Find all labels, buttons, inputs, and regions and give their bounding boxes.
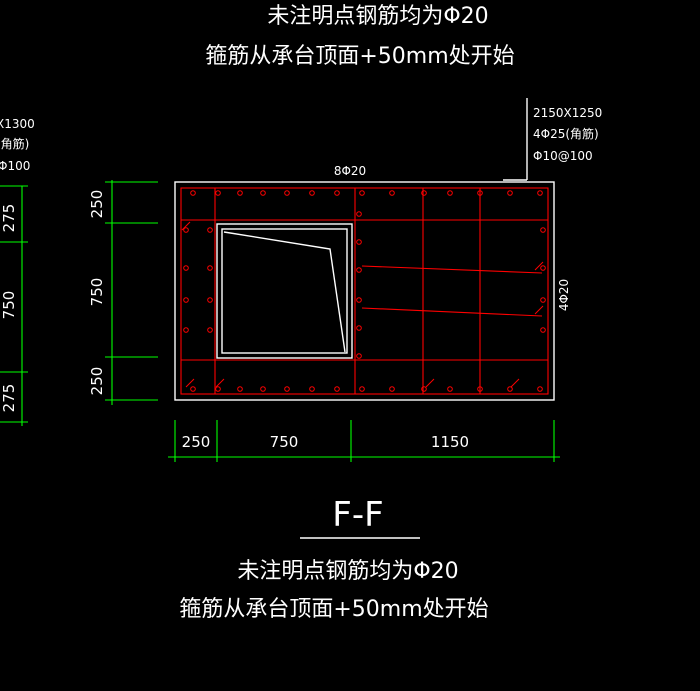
rebar-dot [260, 386, 266, 392]
rebar-dot [540, 227, 546, 233]
section-title: F-F [332, 495, 383, 535]
rebar-dot [183, 327, 189, 333]
left-spec-line1: X1300 [0, 117, 35, 131]
rebar-dot [309, 190, 315, 196]
rebar-dot [359, 190, 365, 196]
rebar-dot [334, 386, 340, 392]
stirrup-hook [215, 378, 225, 388]
spec-line2: 4Φ25(角筋) [533, 126, 599, 141]
rebar-dot [207, 327, 213, 333]
left-dim-2: 750 [0, 291, 18, 320]
side-rebar-label: 4Φ20 [557, 279, 571, 311]
rebar-dot [540, 265, 546, 271]
rebar-dot [190, 386, 196, 392]
rebar-dot [260, 190, 266, 196]
vertical-dimension: 250 750 250 [88, 180, 158, 405]
hdim-3: 1150 [431, 433, 469, 451]
rebar-dot [183, 227, 189, 233]
rebar-dot [477, 386, 483, 392]
left-dim-1: 275 [0, 204, 18, 233]
rebar-dot [309, 386, 315, 392]
bottom-note-line2: 箍筋从承台顶面+50mm处开始 [179, 597, 488, 622]
rebar-dot [537, 386, 543, 392]
rebar-dot [215, 386, 221, 392]
rebar-dot [356, 267, 362, 273]
rebar-dot [237, 386, 243, 392]
vdim-1: 250 [88, 190, 106, 219]
stirrup-hook [534, 305, 544, 315]
spec-line1: 2150X1250 [533, 106, 602, 120]
top-note-line2: 箍筋从承台顶面+50mm处开始 [205, 44, 514, 69]
rebar-dot [356, 239, 362, 245]
rebar-dot [507, 386, 513, 392]
bottom-note-line1: 未注明点钢筋均为Φ20 [237, 559, 458, 584]
stirrup-hook [425, 378, 435, 388]
left-partial-dimension: 275 750 275 [0, 185, 28, 426]
rebar-dot [421, 190, 427, 196]
rebar-dot [540, 327, 546, 333]
rebar-dot [421, 386, 427, 392]
rebar-dot [356, 297, 362, 303]
rebar-dot [215, 190, 221, 196]
vdim-3: 250 [88, 367, 106, 396]
rebar-dot [507, 190, 513, 196]
horizontal-dimension: 250 750 1150 [168, 420, 560, 462]
rebar-dot [447, 386, 453, 392]
left-spec-line2: (角筋) [0, 136, 29, 151]
stirrup-hook [181, 221, 191, 231]
stirrup-hook [510, 378, 520, 388]
rebar-dot [537, 190, 543, 196]
rebar-dot [359, 386, 365, 392]
rebar-dot [207, 265, 213, 271]
rebar-dot [356, 211, 362, 217]
stirrup-hook [534, 261, 544, 271]
rebar-dot [540, 297, 546, 303]
top-note-line1: 未注明点钢筋均为Φ20 [267, 4, 488, 29]
rebar-dot [190, 190, 196, 196]
left-spec-line3: Φ100 [0, 159, 30, 173]
rebar-dot [447, 190, 453, 196]
spec-leader [503, 98, 528, 181]
stirrup-hook [185, 378, 195, 388]
rebar-dot [237, 190, 243, 196]
left-dim-3: 275 [0, 384, 18, 413]
rebar-dot [183, 265, 189, 271]
vdim-2: 750 [88, 278, 106, 307]
hdim-1: 250 [182, 433, 211, 451]
opening-void [216, 223, 353, 359]
top-rebar-label: 8Φ20 [334, 164, 366, 178]
stirrup-grid [180, 187, 549, 395]
rebar-dot [356, 353, 362, 359]
hdim-2: 750 [270, 433, 299, 451]
rebar-dot [207, 227, 213, 233]
rebar-dot [183, 297, 189, 303]
column-outline [174, 181, 555, 401]
rebar-dot [356, 325, 362, 331]
rebar-dot [389, 190, 395, 196]
rebar-dot [284, 386, 290, 392]
rebar-dot [207, 297, 213, 303]
spec-line3: Φ10@100 [533, 149, 593, 163]
rebar-dots [181, 190, 546, 392]
rebar-dot [477, 190, 483, 196]
rebar-dot [284, 190, 290, 196]
rebar-dot [389, 386, 395, 392]
rebar-dot [334, 190, 340, 196]
